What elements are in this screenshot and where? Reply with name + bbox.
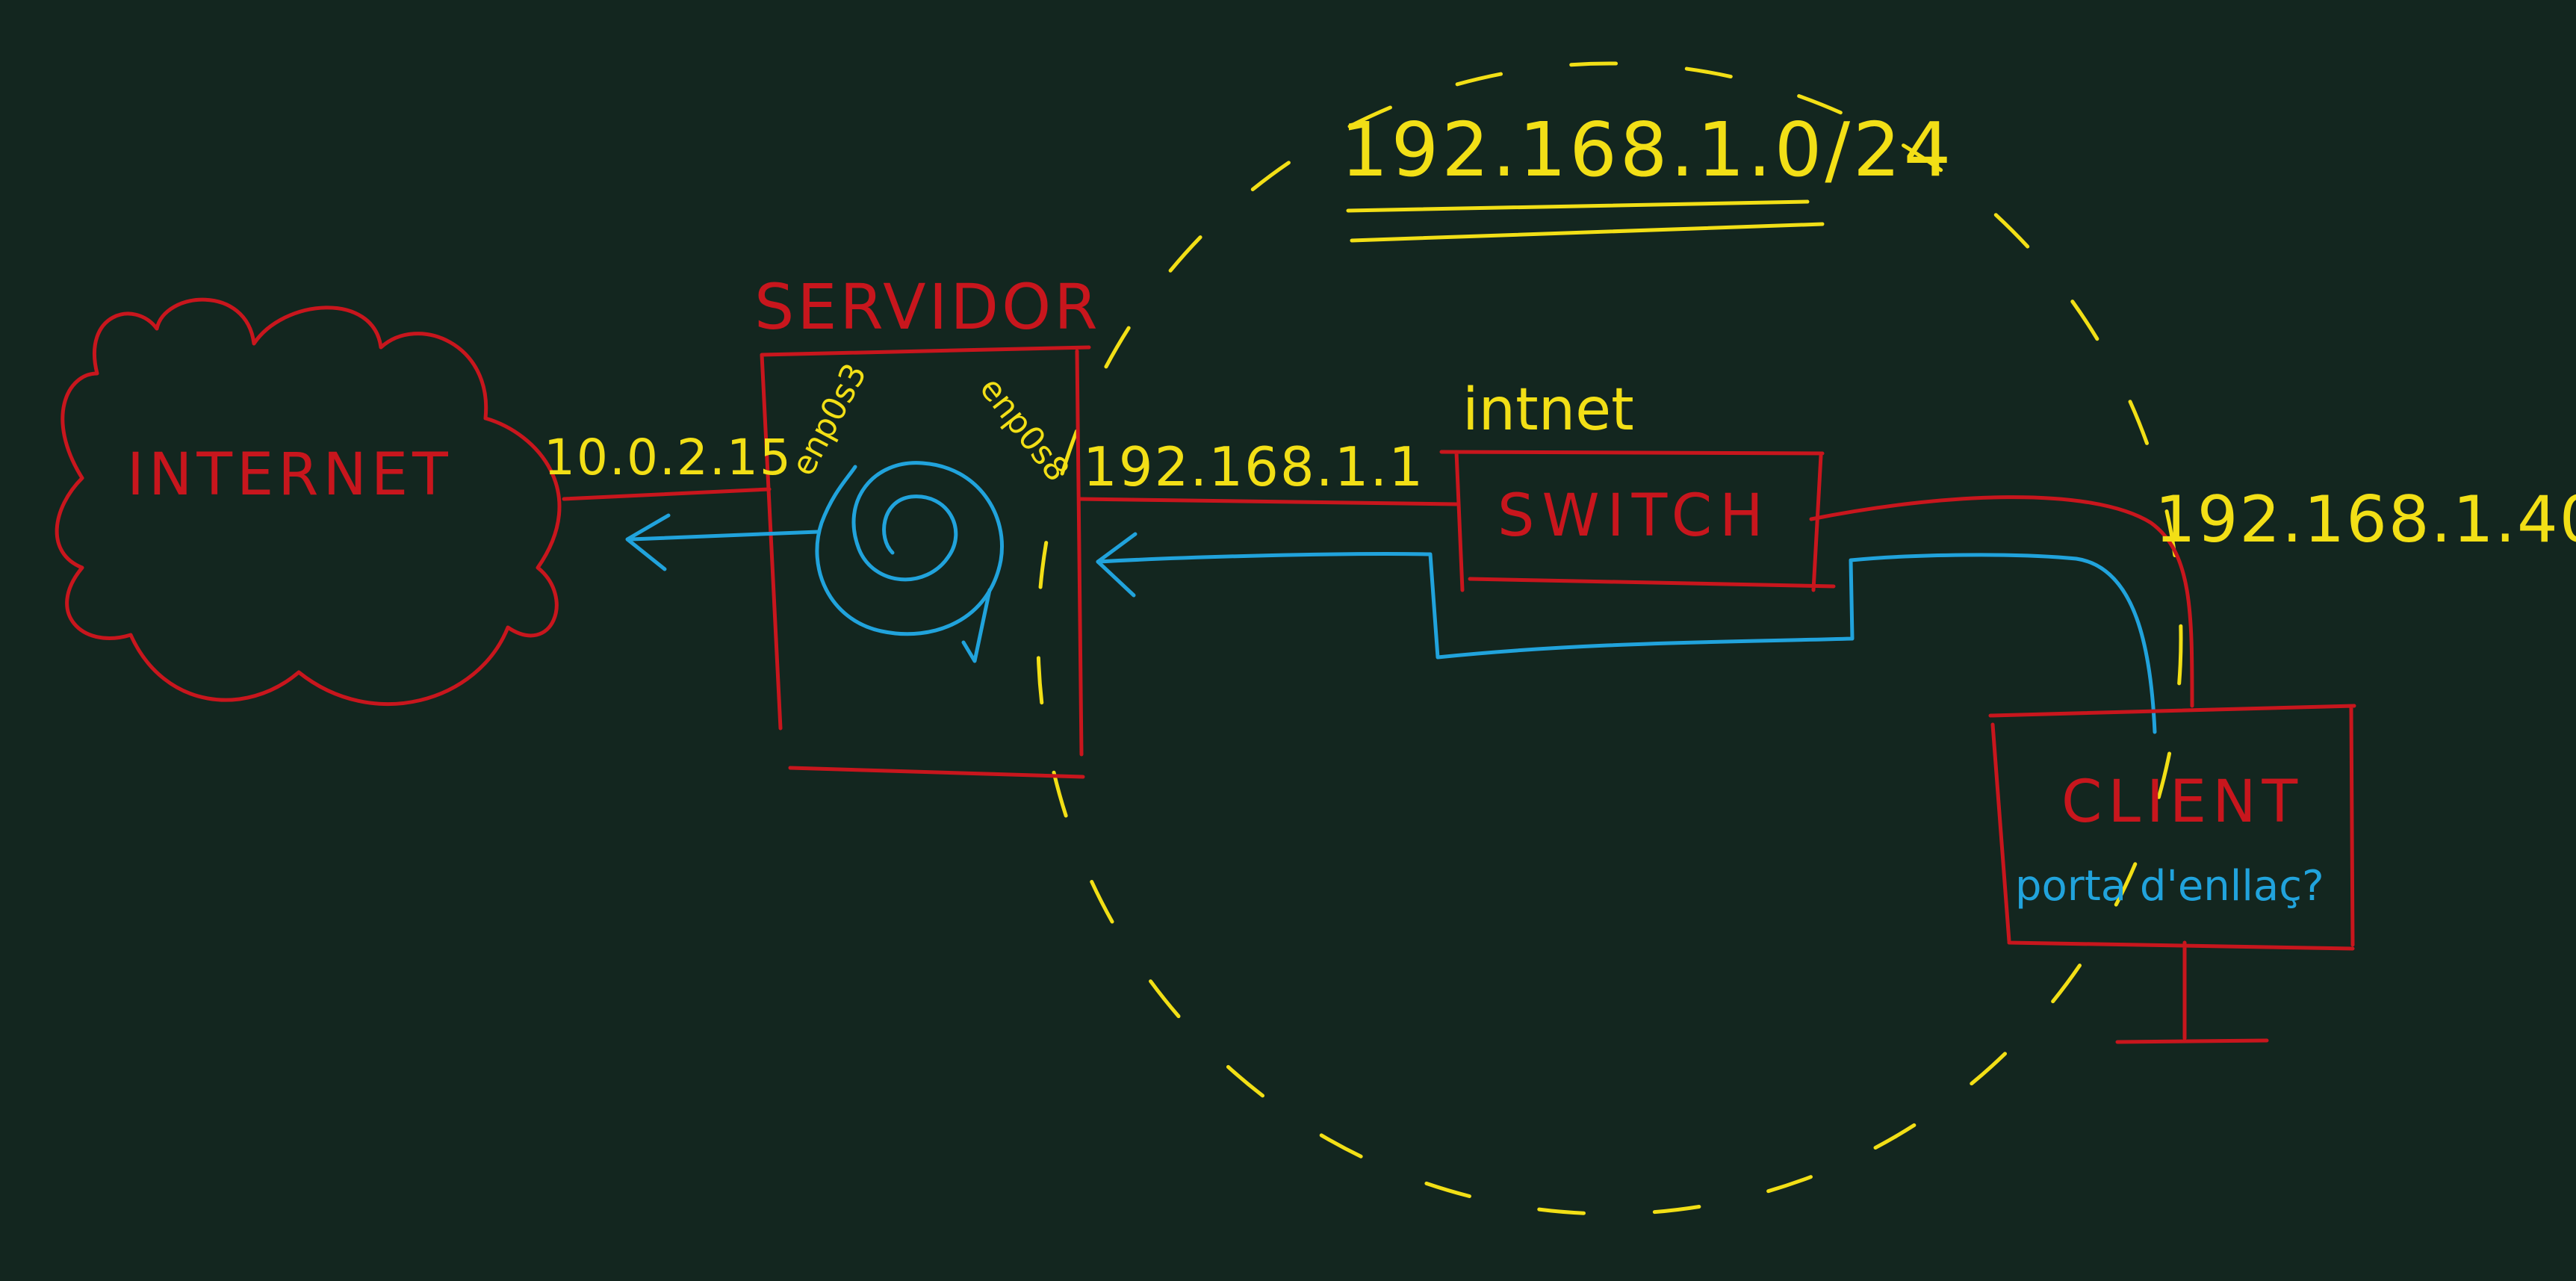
subnet-underline (1346, 199, 1825, 243)
internet-label: INTERNET (127, 441, 453, 509)
server-box (760, 345, 1091, 779)
switch-to-client-cable (1809, 495, 2194, 708)
lan-link-line (1077, 497, 1459, 506)
server-label: SERVIDOR (754, 270, 1101, 344)
switch-label: SWITCH (1498, 483, 1771, 550)
client-gateway-question: porta d'enllaç? (2015, 862, 2324, 911)
server-lan-interface-label: enp0s8 (972, 370, 1076, 488)
server-routing-swirl-icon (815, 461, 1004, 636)
client-label: CLIENT (2061, 769, 2303, 836)
client-to-server-blue-path (1096, 552, 2157, 734)
server-lan-ip-label: 192.168.1.1 (1083, 435, 1424, 498)
server-wan-ip-label: 10.0.2.15 (544, 429, 792, 486)
client-ip-label: 192.168.1.40 (2155, 483, 2576, 557)
switch-box (1439, 450, 1836, 592)
server-to-internet-arrow (625, 513, 820, 571)
server-swirl-tail (961, 588, 992, 663)
network-name-label: intnet (1462, 376, 1634, 444)
subnet-label: 192.168.1.0/24 (1341, 106, 1954, 193)
wan-link-line (562, 487, 772, 501)
client-monitor (1988, 704, 2356, 1044)
server-wan-interface-label: enp0s3 (784, 357, 875, 482)
subnet-boundary-circle (1036, 61, 2183, 1216)
internet-cloud-shape (55, 297, 562, 706)
switch-to-server-arrowhead (1096, 532, 1138, 598)
